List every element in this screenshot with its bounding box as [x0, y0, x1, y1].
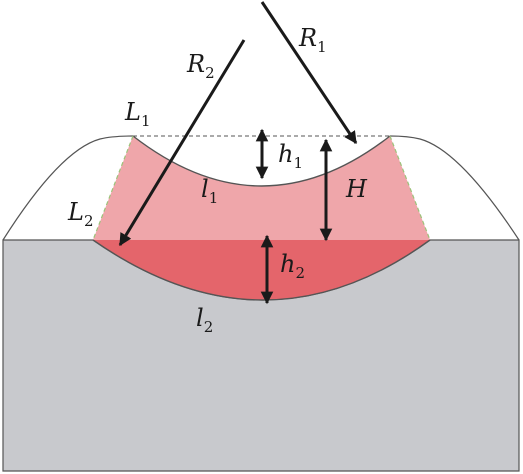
- label-r1: R1: [298, 24, 327, 56]
- r1-arrow: [260, 1, 358, 145]
- surface-outline-right: [389, 135, 520, 241]
- upper-boundary-curve: [132, 135, 391, 187]
- label-big-l1: L1: [124, 98, 150, 130]
- upper-removed-region: [93, 136, 430, 240]
- label-l2: l2: [196, 304, 213, 336]
- label-h2: h2: [280, 250, 305, 282]
- label-r2: R2: [186, 50, 215, 82]
- left-side-wall: [92, 135, 134, 241]
- label-h1: h1: [278, 140, 303, 172]
- surface-outline-left: [2, 135, 134, 241]
- label-big-l2: L2: [67, 198, 93, 230]
- right-side-wall: [389, 135, 431, 241]
- r2-arrow: [118, 39, 246, 247]
- label-l1: l1: [201, 175, 218, 207]
- label-big-h: H: [345, 175, 368, 203]
